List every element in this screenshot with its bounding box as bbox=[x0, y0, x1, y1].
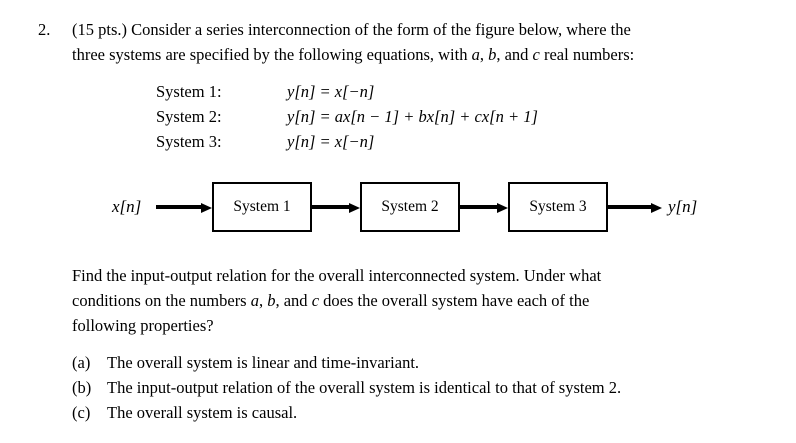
variable-a: a bbox=[471, 45, 480, 64]
arrow-system-2-to-system-3 bbox=[460, 203, 508, 213]
system-block-1: System 1 bbox=[212, 182, 312, 232]
arrow-head-icon bbox=[651, 203, 662, 213]
block-diagram: x[n] System 1 System 2 System 3 y[n] bbox=[0, 170, 796, 248]
variable-b: b bbox=[488, 45, 497, 64]
variable-c: c bbox=[532, 45, 540, 64]
question-text-c: , and bbox=[275, 291, 312, 310]
question-text-d: does the overall system have each of the bbox=[319, 291, 590, 310]
arrow-system-3-to-output bbox=[608, 203, 662, 213]
sub-question-a-text: The overall system is linear and time-in… bbox=[107, 353, 420, 372]
equation-row-system-1: System 1: y[n] = x[−n] bbox=[156, 79, 538, 104]
equation-label-system-2: System 2: bbox=[156, 107, 222, 126]
equation-label-system-3: System 3: bbox=[156, 132, 222, 151]
arrow-head-icon bbox=[497, 203, 508, 213]
equation-expression-system-2: y[n] = ax[n − 1] + bx[n] + cx[n + 1] bbox=[287, 107, 538, 126]
equation-expression-system-1: y[n] = x[−n] bbox=[287, 82, 375, 101]
sub-question-a-tag: (a) bbox=[72, 353, 91, 372]
sub-question-list: (a) The overall system is linear and tim… bbox=[72, 350, 782, 425]
variable-a: a bbox=[250, 291, 259, 310]
arrow-input-to-system-1 bbox=[156, 203, 212, 213]
intro-text-c: , and bbox=[496, 45, 533, 64]
intro-text-d: real numbers: bbox=[539, 45, 635, 64]
question-text-b: , bbox=[258, 291, 268, 310]
arrow-head-icon bbox=[349, 203, 360, 213]
arrow-shaft bbox=[608, 205, 651, 209]
problem-intro-line-1: (15 pts.) Consider a series interconnect… bbox=[72, 20, 631, 39]
question-line-1: Find the input-output relation for the o… bbox=[72, 266, 602, 285]
intro-text-b: , bbox=[479, 45, 489, 64]
diagram-output-label: y[n] bbox=[668, 197, 698, 216]
variable-c: c bbox=[311, 291, 320, 310]
variable-b: b bbox=[267, 291, 276, 310]
sub-question-c-tag: (c) bbox=[72, 403, 91, 422]
equation-label-system-1: System 1: bbox=[156, 82, 222, 101]
sub-question-a: (a) The overall system is linear and tim… bbox=[72, 350, 782, 375]
problem-intro: (15 pts.) Consider a series interconnect… bbox=[72, 17, 772, 67]
system-block-3: System 3 bbox=[508, 182, 608, 232]
equation-expression-system-3: y[n] = x[−n] bbox=[287, 132, 375, 151]
arrow-shaft bbox=[460, 205, 497, 209]
diagram-input-label: x[n] bbox=[112, 197, 142, 216]
question-paragraph: Find the input-output relation for the o… bbox=[72, 263, 772, 338]
sub-question-c-text: The overall system is causal. bbox=[107, 403, 298, 422]
arrow-head-icon bbox=[201, 203, 212, 213]
sub-question-b-text: The input-output relation of the overall… bbox=[107, 378, 622, 397]
question-line-3: following properties? bbox=[72, 316, 214, 335]
problem-number: 2. bbox=[38, 20, 51, 39]
system-block-3-label: System 3 bbox=[529, 198, 587, 215]
system-block-1-label: System 1 bbox=[233, 198, 291, 215]
arrow-shaft bbox=[156, 205, 201, 209]
sub-question-b-tag: (b) bbox=[72, 378, 92, 397]
question-line-2: conditions on the numbers a, b, and c do… bbox=[72, 288, 772, 313]
system-equations: System 1: y[n] = x[−n] System 2: y[n] = … bbox=[156, 79, 538, 154]
problem-intro-line-2: three systems are specified by the follo… bbox=[72, 42, 772, 67]
equation-row-system-2: System 2: y[n] = ax[n − 1] + bx[n] + cx[… bbox=[156, 104, 538, 129]
sub-question-c: (c) The overall system is causal. bbox=[72, 400, 782, 425]
arrow-system-1-to-system-2 bbox=[312, 203, 360, 213]
question-text-a: conditions on the numbers bbox=[72, 291, 251, 310]
equation-row-system-3: System 3: y[n] = x[−n] bbox=[156, 129, 538, 154]
intro-text-a: three systems are specified by the follo… bbox=[72, 45, 472, 64]
sub-question-b: (b) The input-output relation of the ove… bbox=[72, 375, 782, 400]
system-block-2-label: System 2 bbox=[381, 198, 439, 215]
system-block-2: System 2 bbox=[360, 182, 460, 232]
arrow-shaft bbox=[312, 205, 349, 209]
